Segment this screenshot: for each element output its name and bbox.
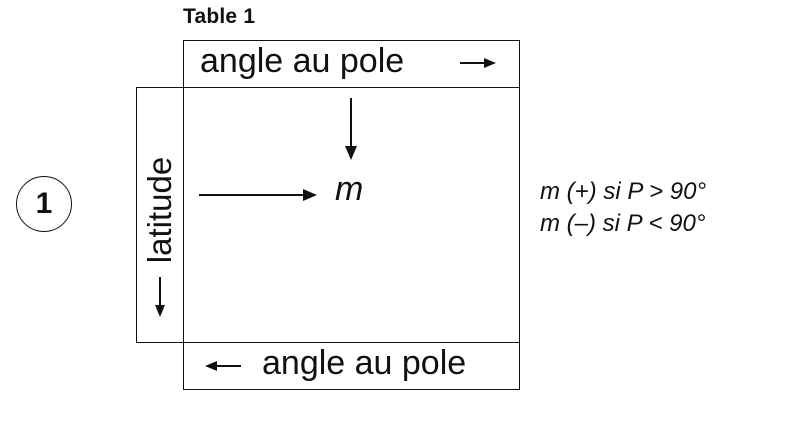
left-arrow-icon bbox=[205, 361, 241, 371]
figure-number: 1 bbox=[35, 187, 53, 220]
right-arrow-icon bbox=[460, 58, 496, 68]
figure-number-circle: 1 bbox=[16, 176, 72, 232]
down-arrow-icon bbox=[345, 98, 357, 160]
latitude-label: latitude bbox=[141, 156, 178, 264]
m-symbol: m bbox=[335, 170, 364, 208]
sign-rule-positive: m (+) si P > 90° bbox=[540, 178, 707, 205]
top-angle-label: angle au pole bbox=[200, 42, 405, 80]
sign-rule-negative: m (–) si P < 90° bbox=[540, 210, 706, 237]
right-arrow-icon bbox=[199, 189, 317, 201]
down-arrow-icon bbox=[155, 277, 165, 317]
bottom-angle-label: angle au pole bbox=[262, 344, 467, 382]
table-title: Table 1 bbox=[183, 5, 256, 28]
bottom-header-box bbox=[183, 342, 520, 390]
